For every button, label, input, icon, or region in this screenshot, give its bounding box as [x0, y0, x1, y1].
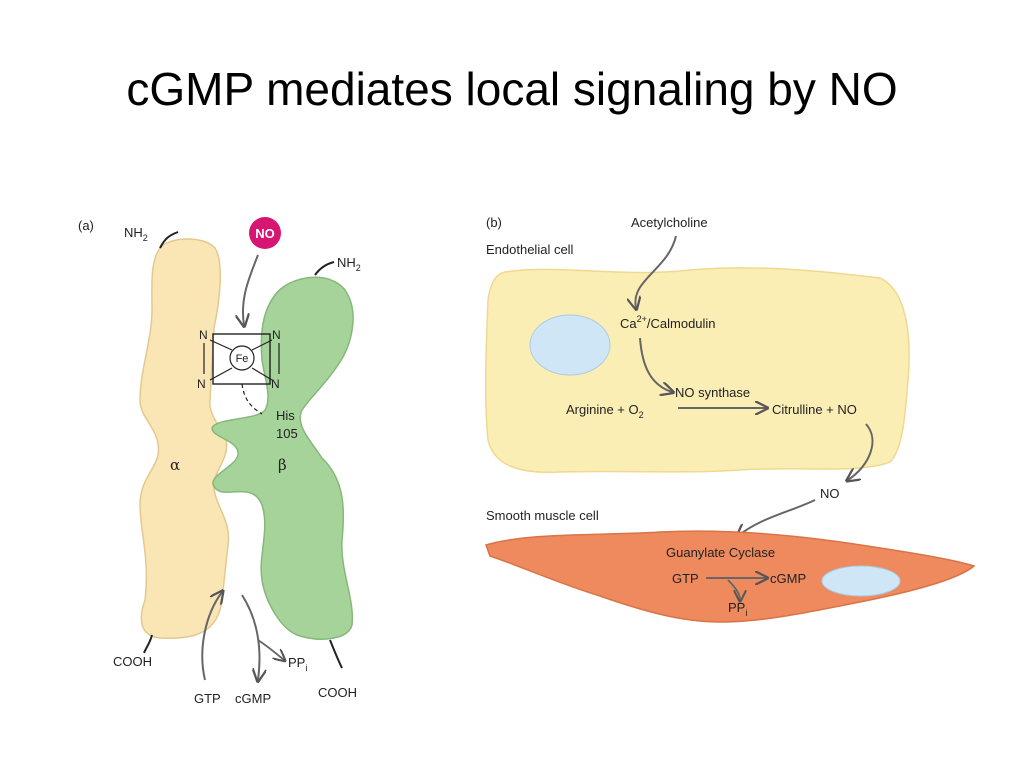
panel-b-gtp-label: GTP: [672, 571, 699, 586]
no-to-smooth-muscle-arrow: [738, 499, 816, 536]
diffusing-no-label: NO: [820, 486, 840, 501]
panel-b-cgmp-label: cGMP: [770, 571, 806, 586]
no-badge-label: NO: [255, 226, 275, 241]
panel-a: (a) NH2 NH2 NO Fe N N: [78, 217, 361, 706]
heme-n-bottom-left: N: [197, 377, 206, 391]
ca-calmodulin-label: Ca2+/Calmodulin: [620, 314, 716, 331]
ppi-out-arrow: [257, 639, 284, 660]
no-synthase-label: NO synthase: [675, 385, 750, 400]
alpha-label: α: [170, 456, 180, 474]
citrulline-label: Citrulline + NO: [772, 402, 857, 417]
endothelial-nucleus: [529, 314, 611, 376]
acetylcholine-arrow: [635, 235, 677, 308]
his-number-label: 105: [276, 426, 298, 441]
beta-c-tail: [329, 639, 343, 669]
no-binding-arrow: [243, 254, 259, 325]
heme-n-top-left: N: [199, 328, 208, 342]
beta-subunit: [211, 276, 354, 640]
alpha-subunit: [139, 238, 230, 640]
panel-b-ppi-label: PPi: [728, 600, 747, 618]
heme-group: Fe N N N N: [197, 328, 281, 391]
fe-label: Fe: [236, 353, 249, 365]
panel-a-label: (a): [78, 218, 94, 233]
no-efflux-arrow: [848, 423, 874, 480]
alpha-n-tail: [159, 231, 179, 249]
slide-title: cGMP mediates local signaling by NO: [126, 63, 898, 115]
beta-label: β: [278, 456, 287, 474]
panel-b-label: (b): [486, 215, 502, 230]
acetylcholine-label: Acetylcholine: [631, 215, 708, 230]
endothelial-cell-label: Endothelial cell: [486, 242, 574, 257]
beta-n-tail: [314, 261, 335, 276]
beta-cooh-label: COOH: [318, 685, 357, 700]
heme-n-top-right: N: [272, 328, 281, 342]
gtp-in-arrow: [201, 592, 222, 681]
his-label: His: [276, 408, 295, 423]
panel-a-cgmp-label: cGMP: [235, 691, 271, 706]
beta-nh2-label: NH2: [337, 255, 361, 273]
no-badge: [249, 217, 281, 249]
heme-n-bottom-right: N: [271, 377, 280, 391]
panel-a-gtp-label: GTP: [194, 691, 221, 706]
cgmp-out-arrow: [241, 594, 259, 680]
arginine-label: Arginine + O2: [566, 402, 644, 420]
panel-a-ppi-label: PPi: [288, 655, 307, 673]
alpha-c-tail: [143, 634, 153, 654]
smooth-muscle-nucleus: [821, 565, 901, 597]
alpha-nh2-label: NH2: [124, 225, 148, 243]
calmodulin-arrow: [639, 337, 672, 392]
alpha-cooh-label: COOH: [113, 654, 152, 669]
panel-b: (b) Endothelial cell Acetylcholine Ca2+/…: [484, 215, 976, 623]
his-bond: [241, 383, 263, 415]
smooth-muscle-cell-label: Smooth muscle cell: [486, 508, 599, 523]
guanylate-cyclase-label: Guanylate Cyclase: [666, 545, 775, 560]
fe-atom: [229, 345, 255, 371]
smooth-muscle-cell: [485, 530, 976, 623]
ppi-release-arrow: [727, 579, 740, 600]
